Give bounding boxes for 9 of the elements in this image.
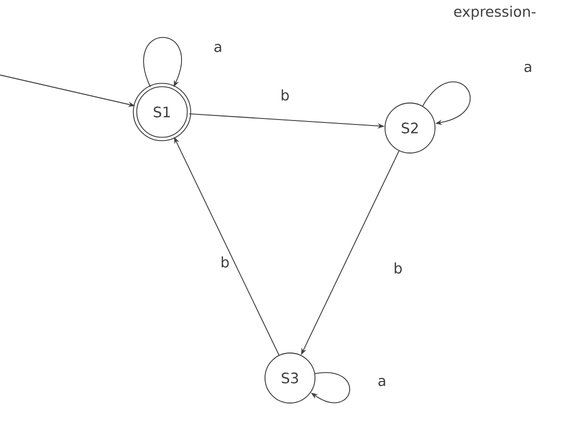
edge-label: b xyxy=(219,255,231,269)
edge-label: b xyxy=(392,261,404,275)
edge-label: a xyxy=(376,376,388,388)
edge-label: a xyxy=(522,62,534,74)
edge-label: b xyxy=(279,88,291,102)
arrow xyxy=(422,82,470,125)
note-text: expression- xyxy=(454,6,536,20)
arrow xyxy=(143,36,182,88)
edge-label: a xyxy=(212,42,224,54)
